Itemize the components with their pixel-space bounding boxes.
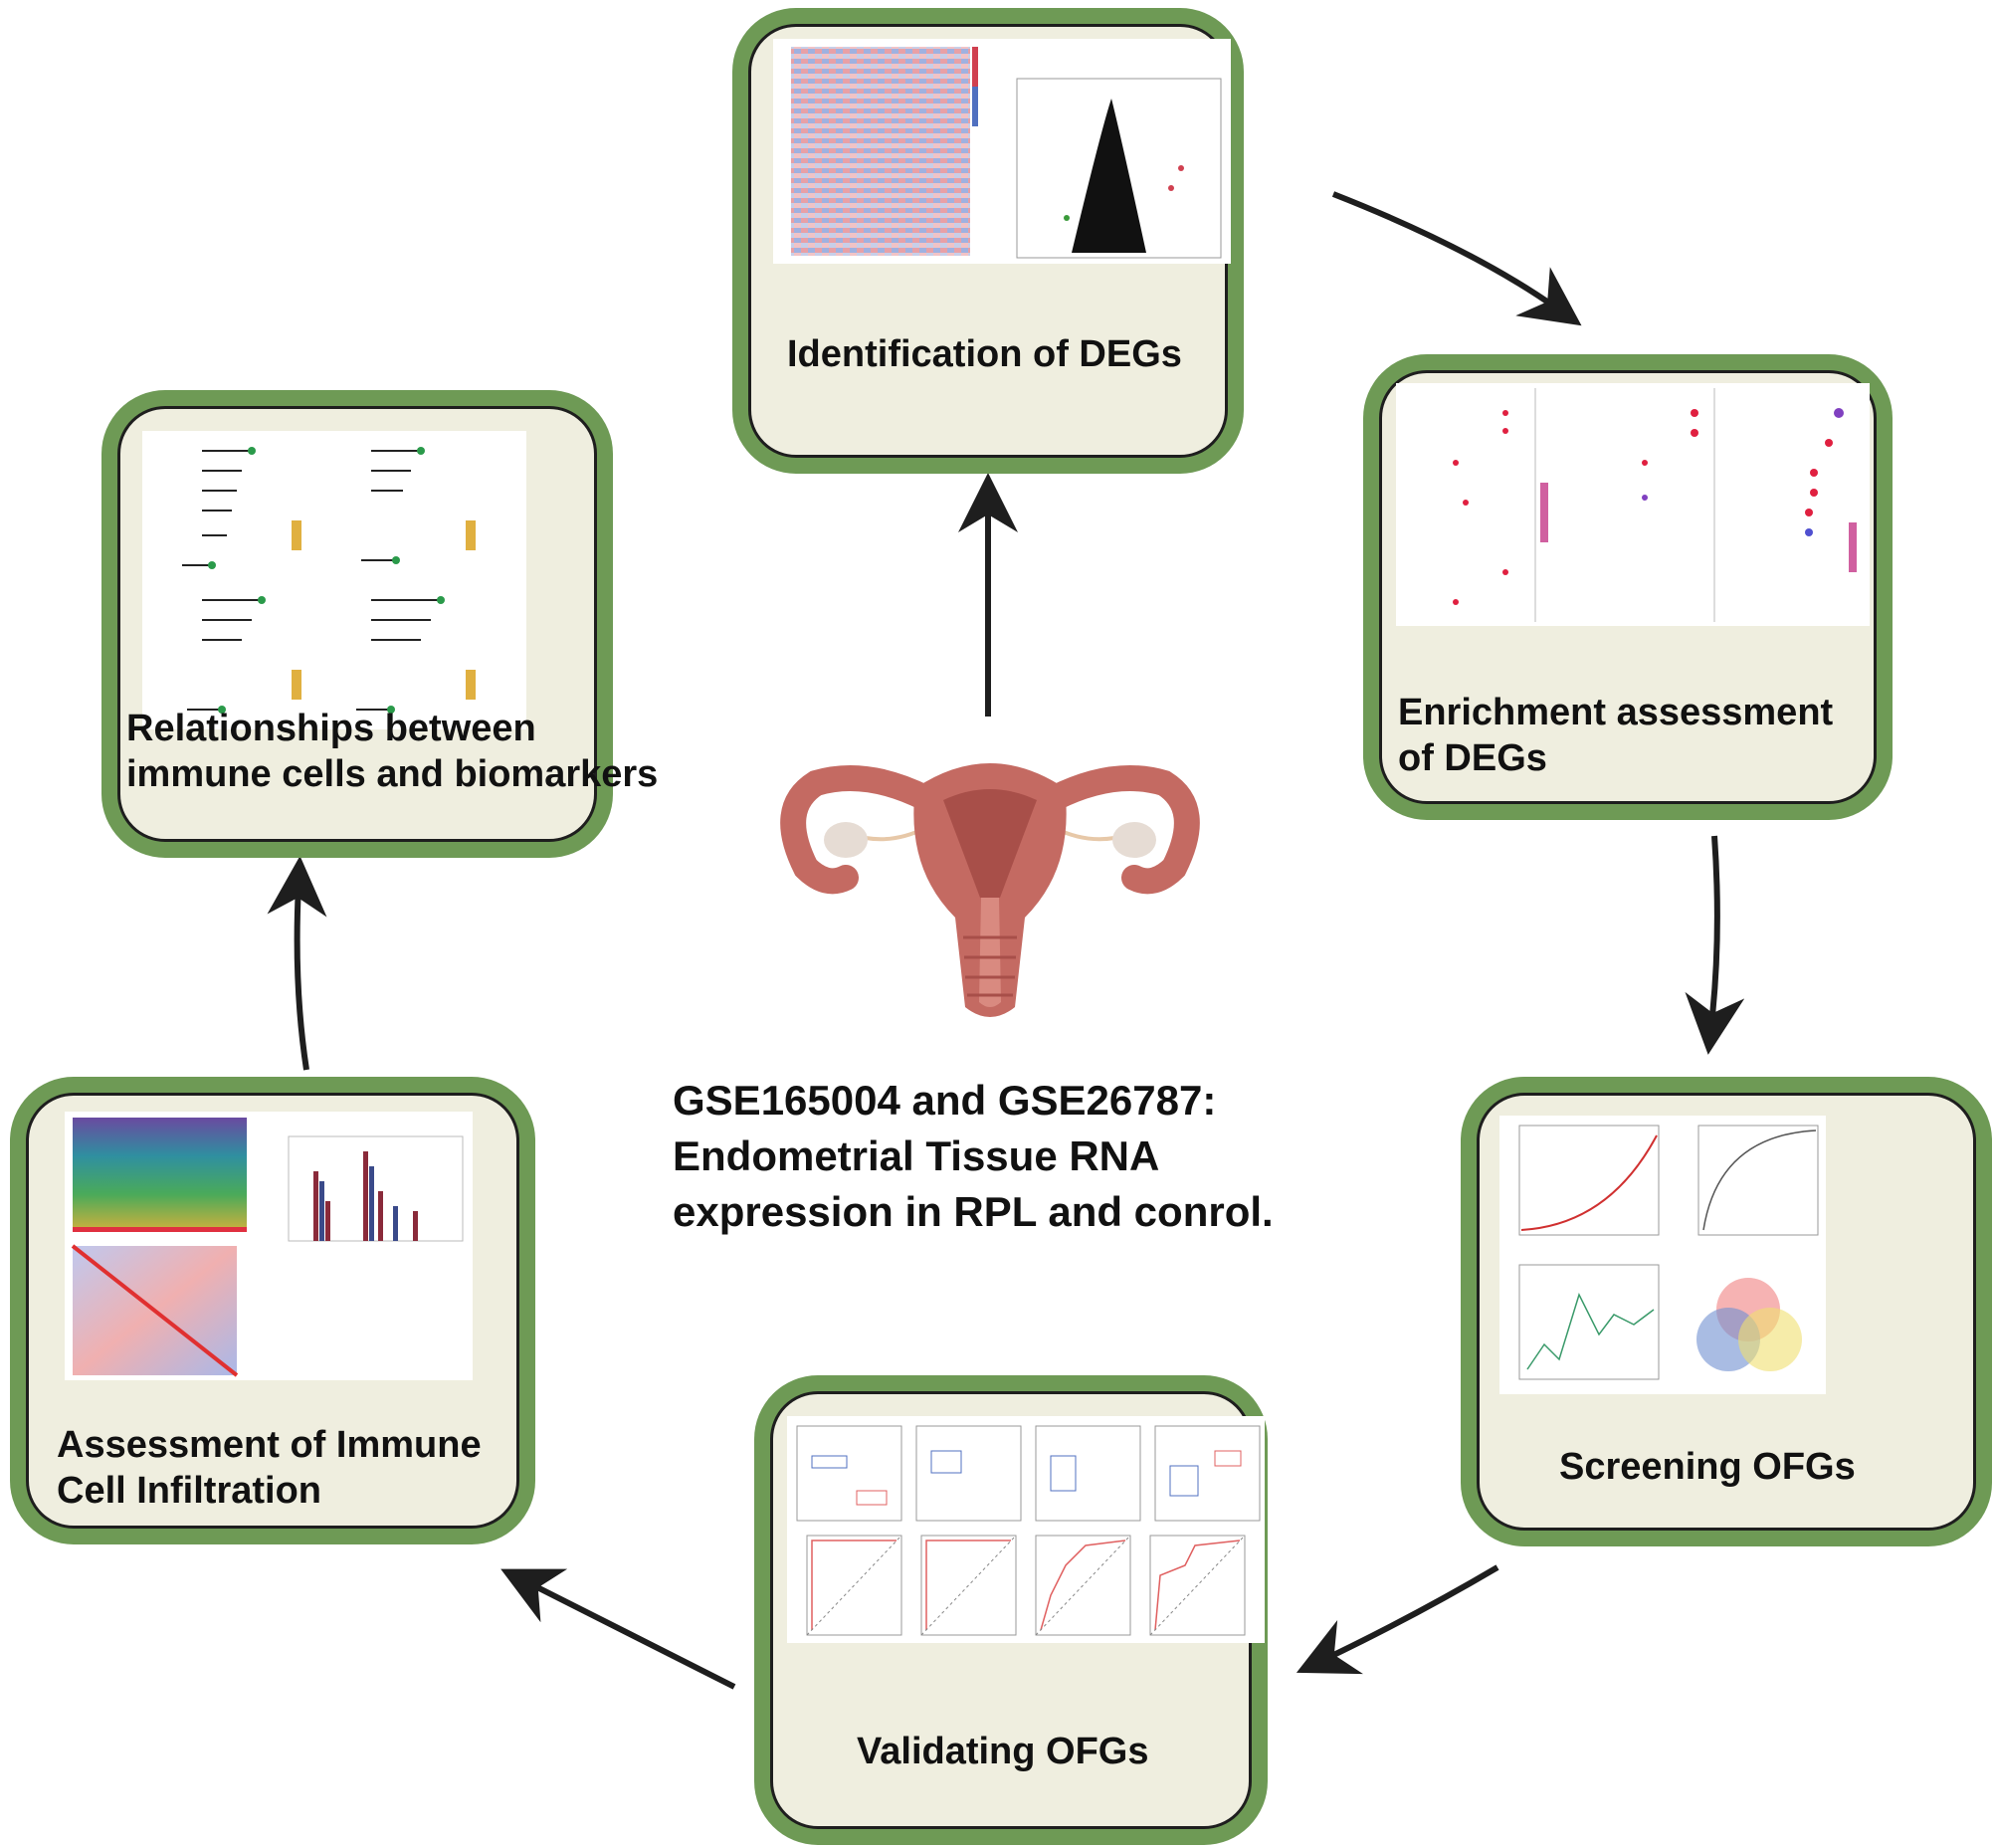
- dotplot-thumbnail: [1396, 383, 1870, 626]
- step-label-line2: Cell Infiltration: [57, 1470, 321, 1512]
- arrow-enrichment-to-screening: [1685, 835, 1745, 1055]
- step-card-inner: Enrichment assessment of DEGs: [1379, 370, 1877, 804]
- step-label: Screening OFGs: [1559, 1446, 1856, 1488]
- step-label-line2: immune cells and biomarkers: [126, 753, 659, 795]
- step-card-validating: Validating OFGs: [754, 1375, 1268, 1845]
- step-label: Validating OFGs: [857, 1731, 1149, 1772]
- step-label-line2: of DEGs: [1398, 737, 1547, 779]
- step-label: Identification of DEGs: [787, 333, 1182, 375]
- dataset-line3: expression in RPL and conrol.: [673, 1188, 1274, 1235]
- screening-graphic: [1518, 1125, 1819, 1380]
- step-label-line1: Enrichment assessment: [1398, 692, 1834, 733]
- step-card-inner: Validating OFGs: [770, 1391, 1265, 1829]
- heatmap-volcano-graphic: [791, 47, 1222, 259]
- step-card-enrichment: Enrichment assessment of DEGs: [1363, 354, 1893, 820]
- immune-graphic: [71, 1118, 464, 1377]
- step-card-identification-degs: Identification of DEGs: [732, 8, 1244, 474]
- heatmap-volcano-thumbnail: [773, 39, 1231, 264]
- dotplot-graphic: [1453, 388, 1857, 622]
- arrow-immune-to-relationships: [267, 856, 327, 1071]
- step-label-line1: Assessment of Immune: [57, 1424, 482, 1466]
- dataset-description: GSE165004 and GSE26787: Endometrial Tiss…: [673, 1073, 1369, 1240]
- dataset-line1: GSE165004 and GSE26787:: [673, 1077, 1217, 1124]
- step-card-inner: Assessment of Immune Cell Infiltration: [26, 1093, 519, 1529]
- arrow-screening-to-validating: [1296, 1564, 1499, 1675]
- boxplot-roc-thumbnail: [787, 1416, 1265, 1643]
- immune-thumbnail: [65, 1112, 473, 1380]
- step-card-immune-infiltration: Assessment of Immune Cell Infiltration: [10, 1077, 535, 1544]
- lollipop-graphic: [182, 447, 476, 714]
- step-card-relationships: Relationships between immune cells and b…: [101, 390, 658, 858]
- step-card-screening: Screening OFGs: [1461, 1077, 1992, 1546]
- step-label-line1: Relationships between: [126, 708, 536, 749]
- step-card-inner: Identification of DEGs: [748, 24, 1231, 458]
- lollipop-thumbnail: [142, 431, 526, 729]
- step-card-inner: Screening OFGs: [1477, 1093, 1976, 1531]
- screening-thumbnail: [1499, 1116, 1826, 1394]
- arrow-validating-to-immune: [500, 1568, 736, 1690]
- uterus-icon: [780, 763, 1200, 1017]
- boxplot-roc-graphic: [796, 1425, 1261, 1636]
- arrow-degs-to-enrichment: [1331, 191, 1582, 326]
- dataset-line2: Endometrial Tissue RNA: [673, 1132, 1160, 1179]
- step-card-inner: Relationships between immune cells and b…: [117, 406, 658, 842]
